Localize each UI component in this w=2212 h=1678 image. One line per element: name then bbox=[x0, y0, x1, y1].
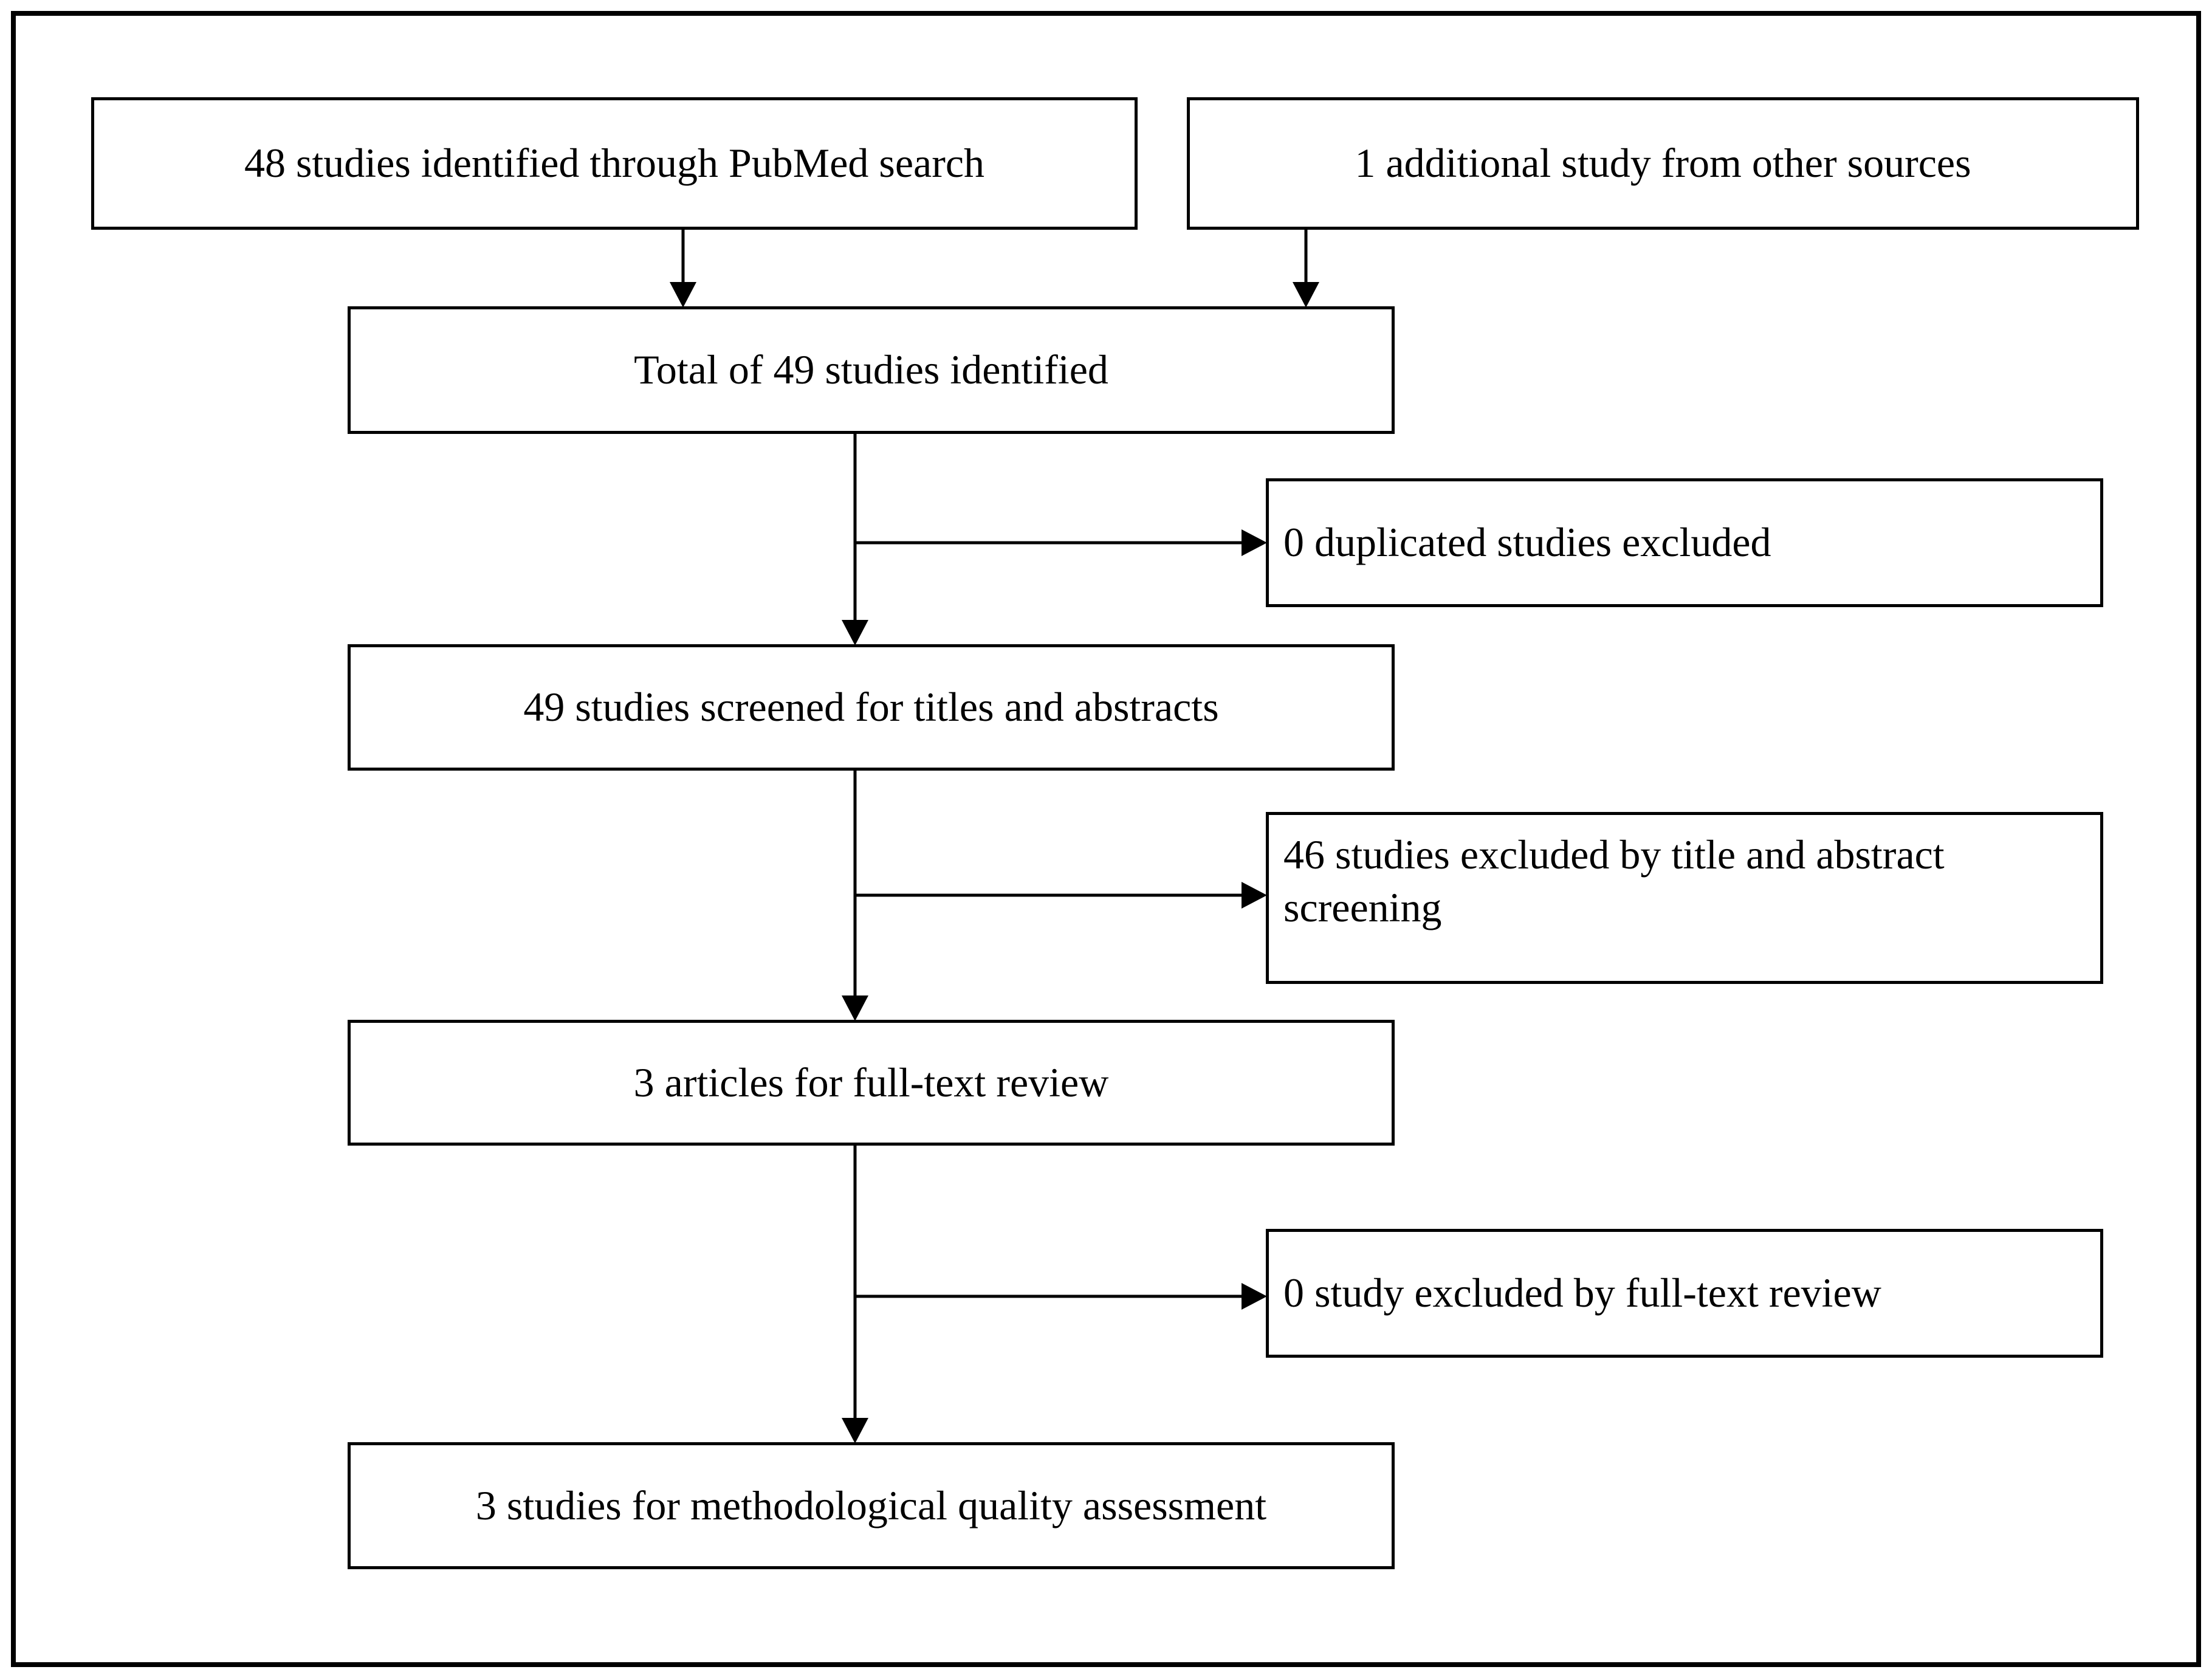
node-title-abstract-excluded-label: 46 studies excluded by title and abstrac… bbox=[1283, 831, 1945, 931]
node-other-sources-label: 1 additional study from other sources bbox=[1355, 140, 1971, 187]
node-pubmed-search-label: 48 studies identified through PubMed sea… bbox=[244, 140, 985, 187]
node-fulltext-review-label: 3 articles for full-text review bbox=[633, 1059, 1109, 1105]
node-fulltext-excluded: 0 study excluded by full-text review bbox=[1266, 1229, 2103, 1358]
node-duplicates-excluded-label: 0 duplicated studies excluded bbox=[1283, 519, 1771, 566]
node-fulltext-excluded-label: 0 study excluded by full-text review bbox=[1283, 1270, 1881, 1316]
node-fulltext-review: 3 articles for full-text review bbox=[348, 1020, 1395, 1146]
node-quality-assessment-label: 3 studies for methodological quality ass… bbox=[475, 1482, 1267, 1528]
node-quality-assessment: 3 studies for methodological quality ass… bbox=[348, 1442, 1395, 1569]
node-title-abstract-excluded: 46 studies excluded by title and abstrac… bbox=[1266, 812, 2103, 984]
figure-outer-border bbox=[11, 11, 2201, 1667]
node-total-identified-label: Total of 49 studies identified bbox=[634, 346, 1108, 393]
node-screened-label: 49 studies screened for titles and abstr… bbox=[523, 684, 1219, 731]
node-pubmed-search: 48 studies identified through PubMed sea… bbox=[91, 97, 1138, 230]
node-other-sources: 1 additional study from other sources bbox=[1187, 97, 2139, 230]
node-duplicates-excluded: 0 duplicated studies excluded bbox=[1266, 478, 2103, 607]
node-screened: 49 studies screened for titles and abstr… bbox=[348, 644, 1395, 771]
node-total-identified: Total of 49 studies identified bbox=[348, 306, 1395, 434]
